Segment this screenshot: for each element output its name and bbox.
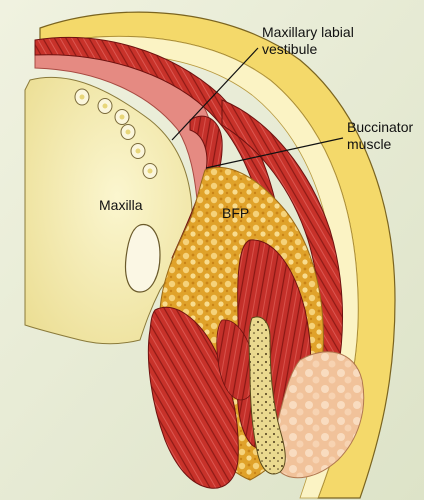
mandible-ramus [248, 316, 286, 475]
label-line-2: muscle [347, 136, 392, 152]
label-maxilla: Maxilla [99, 197, 143, 213]
central-muscle [216, 319, 257, 401]
label-bfp: BFP [222, 205, 250, 221]
label-line-1: Maxillary labial [262, 24, 354, 40]
leader-line-buccinator [205, 137, 344, 169]
canal-icon [124, 224, 161, 293]
parotid-gland [272, 351, 365, 479]
lower-muscle-mass [147, 306, 239, 489]
label-line-1: Buccinator [347, 119, 414, 135]
label-buccinator-muscle: Buccinator muscle [347, 119, 413, 153]
leader-line-vestibule [171, 47, 259, 141]
label-maxillary-labial-vestibule: Maxillary labial vestibule [262, 24, 354, 58]
label-line-2: vestibule [262, 41, 318, 57]
tooth-pulp-group [79, 94, 153, 174]
